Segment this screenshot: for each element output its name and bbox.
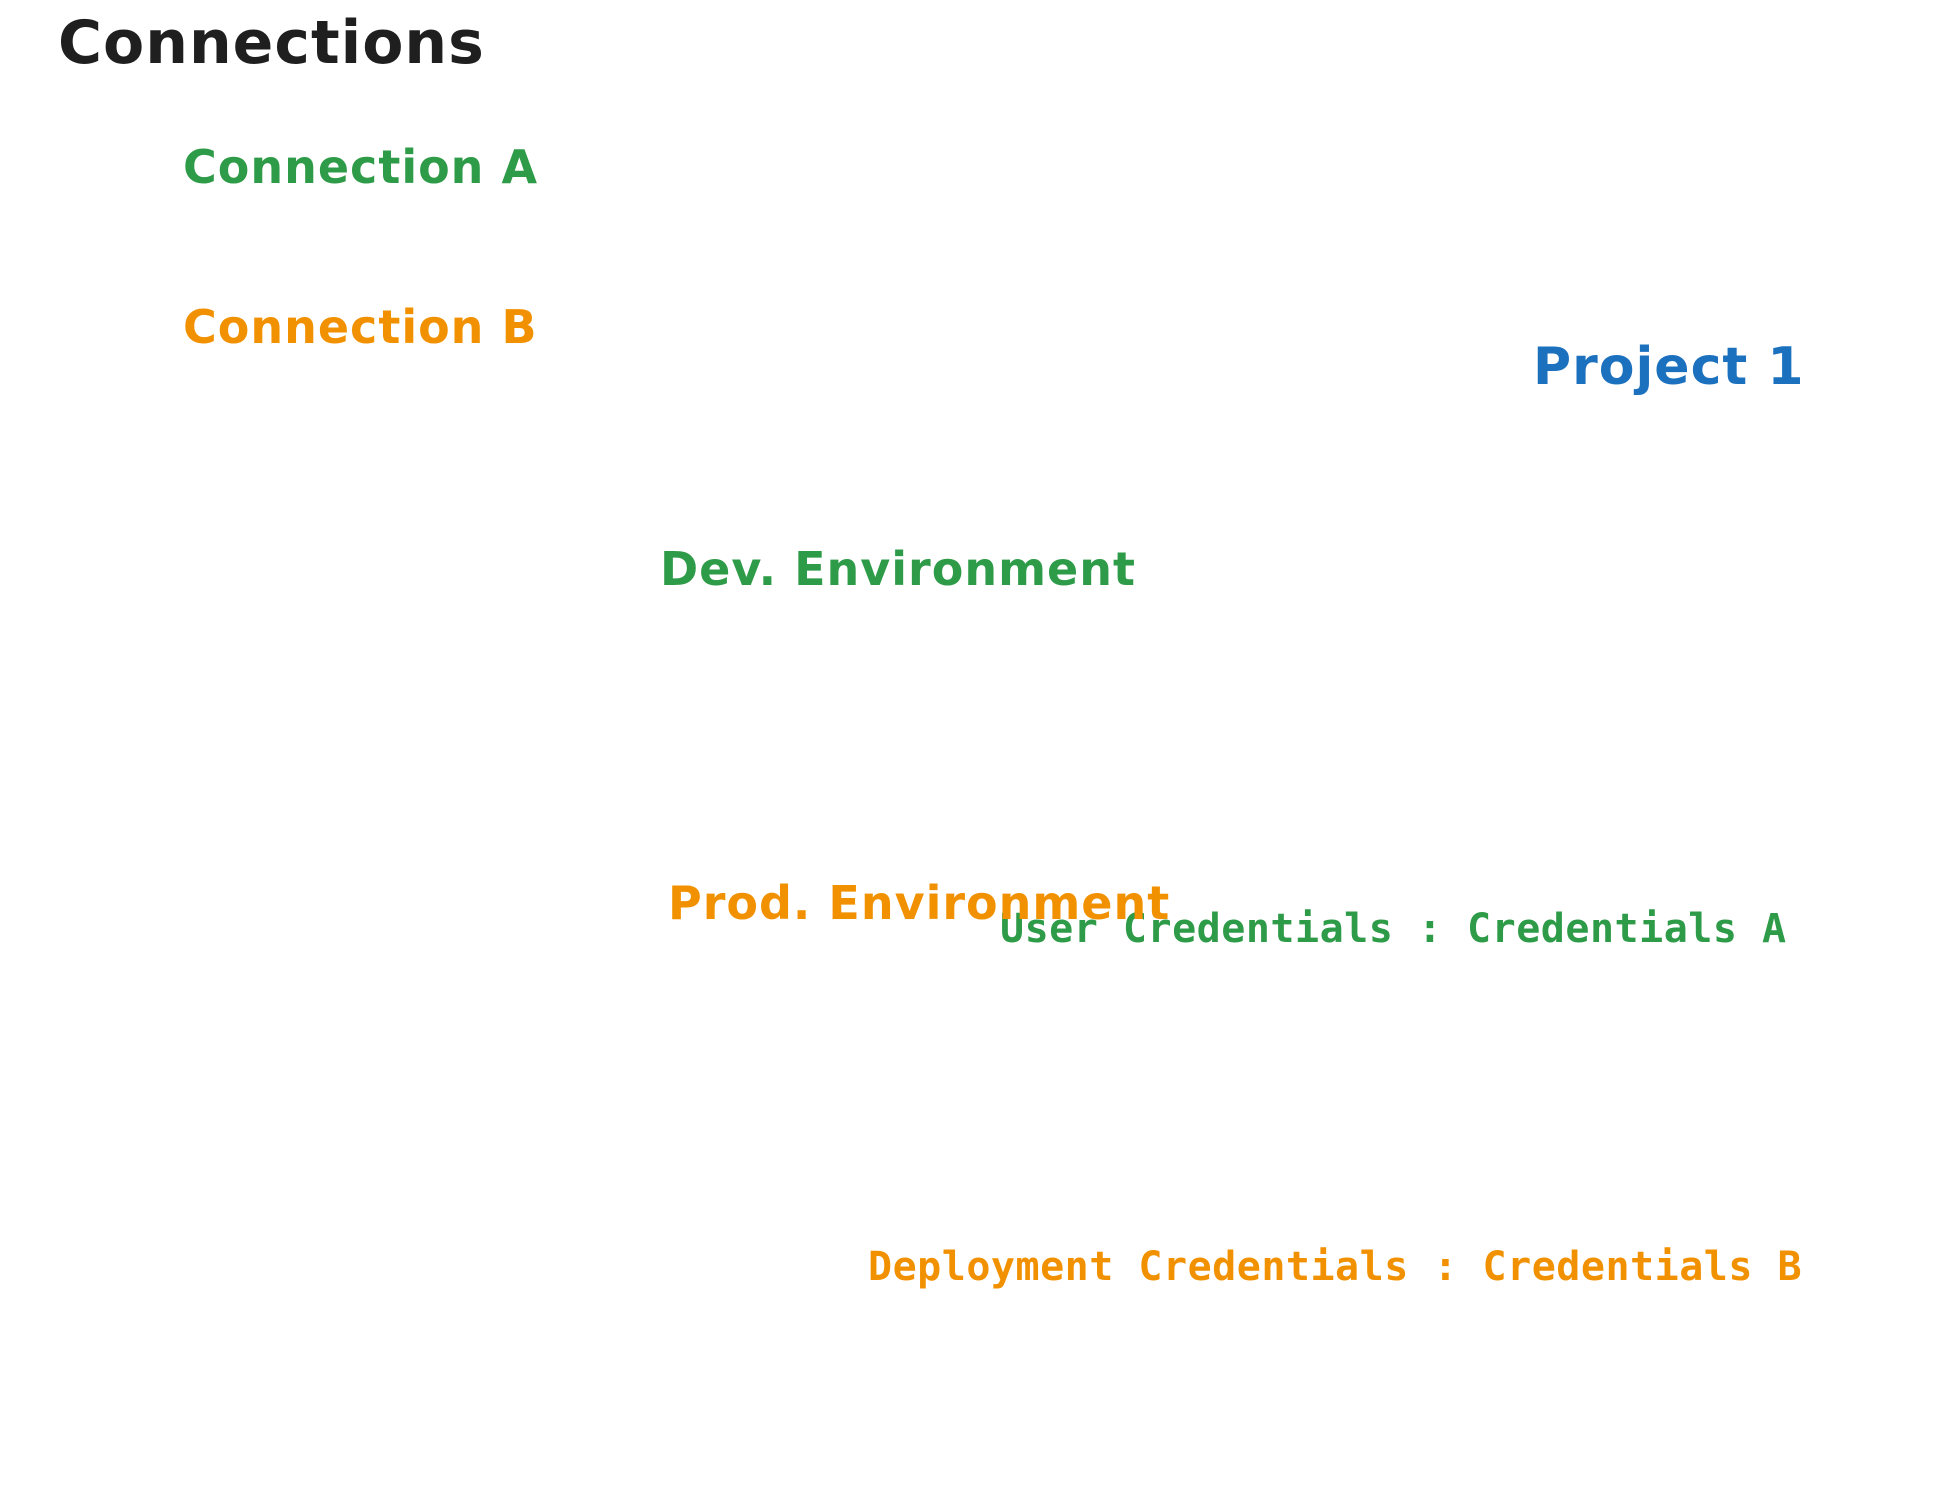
prod-environment-credentials: Deployment Credentials : Credentials B <box>868 1244 1803 1290</box>
dev-environment-title: Dev. Environment <box>660 542 1136 596</box>
dev-environment-credentials: User Credentials : Credentials A <box>1000 906 1787 952</box>
arrow-connection-a-to-dev <box>8 281 595 865</box>
connection-b-database-cylinder-icon[interactable] <box>71 277 176 391</box>
prod-environment-title: Prod. Environment <box>668 876 1171 930</box>
project-container-border <box>403 543 1935 1492</box>
arrow-connection-b-to-prod <box>49 457 590 1245</box>
project-title: Project 1 <box>1533 337 1805 397</box>
page-title: Connections <box>58 8 485 78</box>
connection-b-label: Connection B <box>183 300 538 354</box>
connection-a-database-cylinder-icon[interactable] <box>71 121 176 235</box>
prod-environment-box <box>614 1066 1831 1418</box>
connection-a-label: Connection A <box>183 140 539 194</box>
